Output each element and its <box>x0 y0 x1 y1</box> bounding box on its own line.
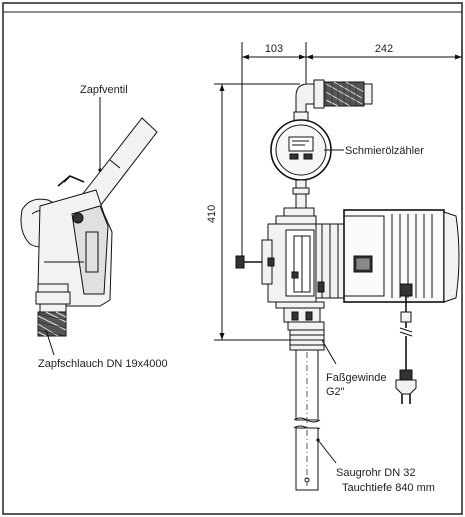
dim-height: 410 <box>206 205 218 223</box>
dim-left-width: 103 <box>265 43 283 55</box>
saugrohr-label-line2: Tauchtiefe 840 mm <box>342 482 435 494</box>
schmieroelzaehler-label: Schmierölzähler <box>345 145 424 157</box>
nozzle-drawing <box>20 117 158 337</box>
dimension-lines <box>214 42 463 341</box>
zapfschlauch-label: Zapfschlauch DN 19x4000 <box>38 358 168 370</box>
zapfventil-label: Zapfventil <box>80 84 128 96</box>
pump-drawing <box>235 79 460 491</box>
fassgewinde-label-line1: Faßgewinde <box>326 372 387 384</box>
dim-right-width: 242 <box>375 43 393 55</box>
fassgewinde-leader <box>321 339 337 365</box>
zapfschlauch-leader <box>45 329 55 356</box>
saugrohr-leader <box>317 439 337 464</box>
zapfventil-leader-dot <box>98 168 102 172</box>
saugrohr-label-line1: Saugrohr DN 32 <box>336 467 416 479</box>
saugrohr-leader-dot <box>316 438 320 442</box>
fassgewinde-label-line2: G2" <box>326 386 345 398</box>
